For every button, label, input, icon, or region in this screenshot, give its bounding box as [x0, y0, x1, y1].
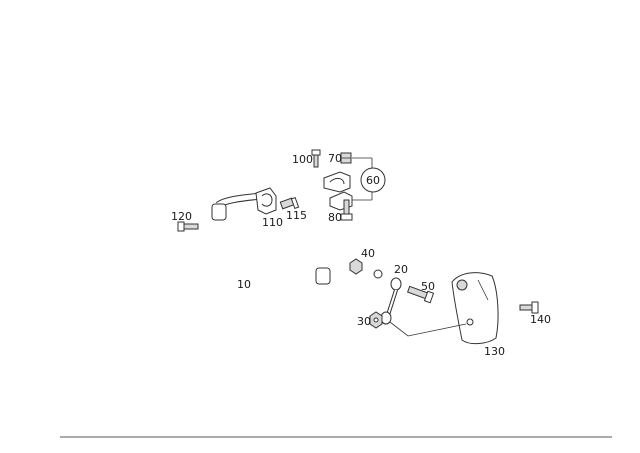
callout-120: 120: [171, 210, 192, 223]
callout-140: 140: [530, 313, 551, 326]
link-rod-20: [380, 277, 402, 325]
callout-20: 20: [394, 263, 408, 276]
callout-80: 80: [328, 211, 342, 224]
callout-60: 60: [366, 174, 380, 187]
nut-40: [349, 258, 363, 275]
nut-30: [369, 311, 383, 329]
callout-100: 100: [292, 153, 313, 166]
callout-10: 10: [237, 278, 251, 291]
nut-70: [340, 152, 352, 164]
group-60-ring: [360, 167, 386, 193]
bolt-80: [340, 199, 353, 221]
bolt-140: [519, 301, 539, 314]
callout-110: 110: [262, 216, 283, 229]
bolt-120: [177, 221, 199, 232]
callout-50: 50: [421, 280, 435, 293]
callout-115: 115: [286, 209, 307, 222]
bolt-115: [279, 196, 300, 210]
callout-30: 30: [357, 315, 371, 328]
bolt-100: [311, 149, 321, 168]
callout-130: 130: [484, 345, 505, 358]
bolt-50: [406, 285, 435, 304]
clamp-bracket-left: [255, 187, 277, 215]
link-to-bracket-leader: [389, 321, 467, 337]
callout-70: 70: [328, 152, 342, 165]
group-60-leader: [352, 157, 386, 201]
bracket-130: [451, 272, 499, 345]
stabilizer-bar: [211, 192, 383, 296]
callout-40: 40: [361, 247, 375, 260]
